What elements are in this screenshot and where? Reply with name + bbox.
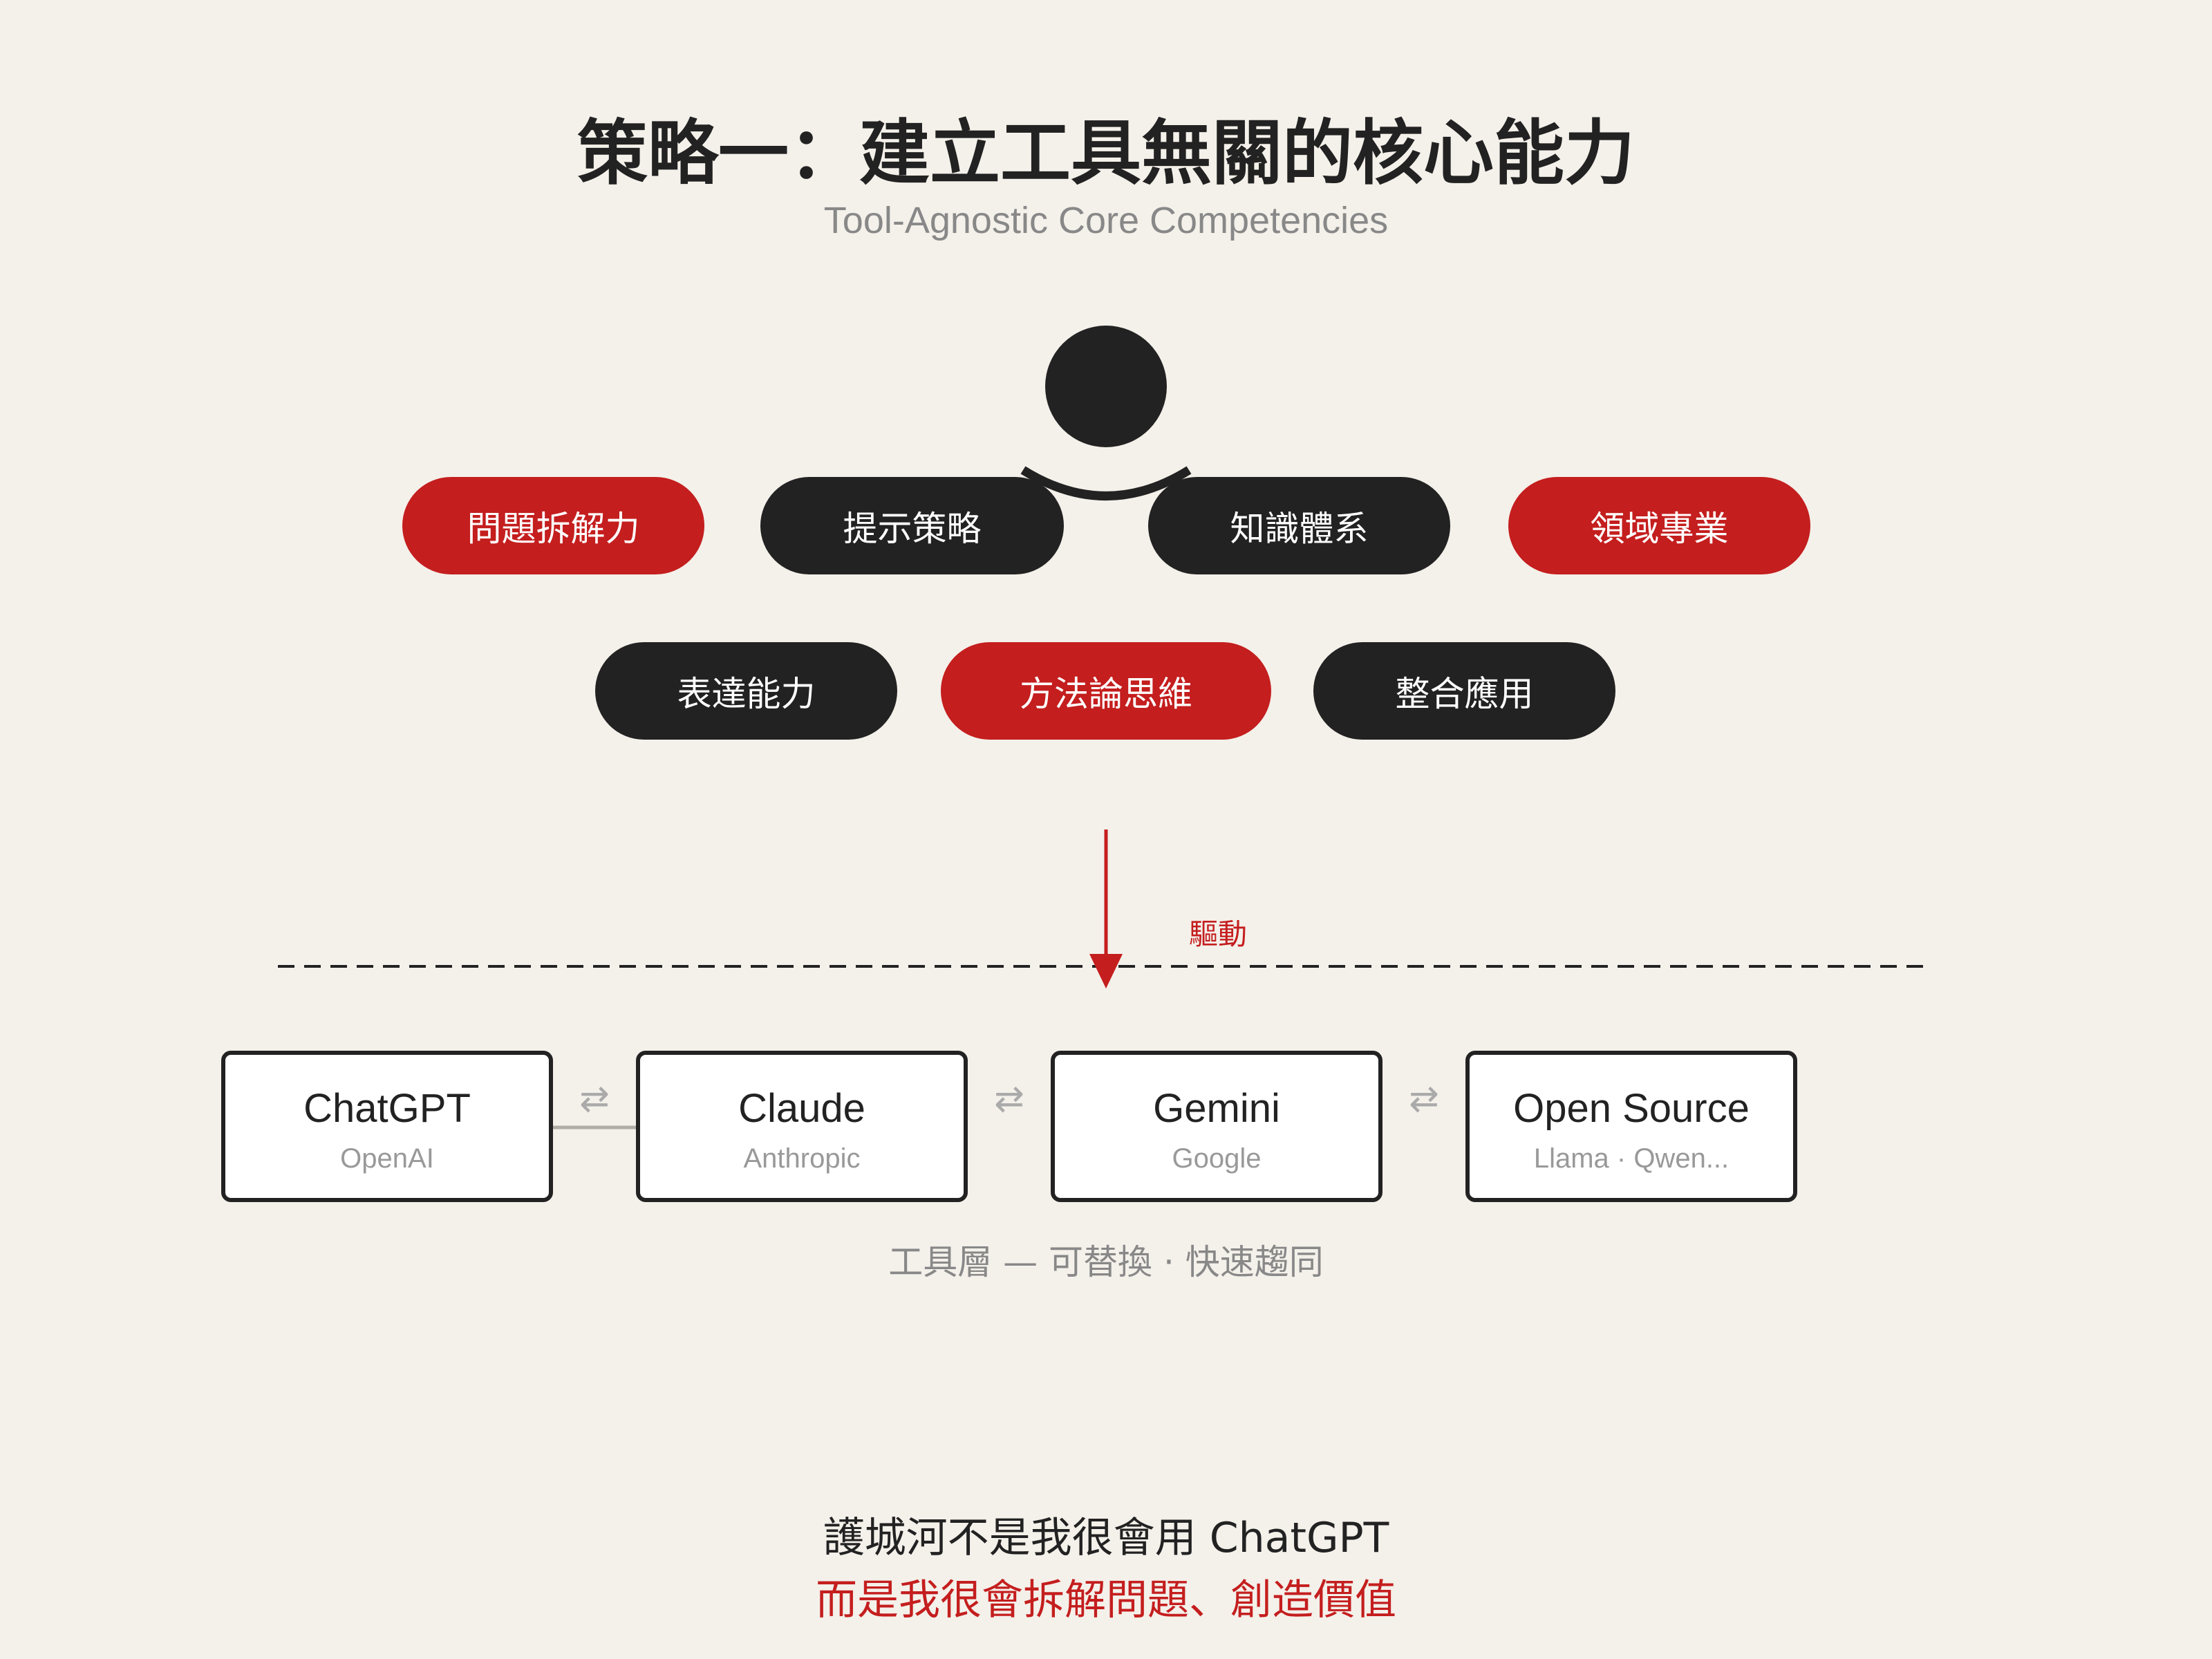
- person-head-icon: [1045, 326, 1167, 447]
- competency-pill-expression: 表達能力: [595, 642, 897, 740]
- tool-name: Gemini: [1153, 1086, 1280, 1131]
- competency-pill-knowledge-system: 知識體系: [1148, 477, 1450, 574]
- page-subtitle: Tool-Agnostic Core Competencies: [823, 200, 1389, 241]
- drive-label: 驅動: [1189, 917, 1248, 951]
- conclusion-line-2: 而是我很會拆解問題、創造價值: [816, 1576, 1396, 1624]
- tool-name: ChatGPT: [303, 1086, 471, 1131]
- tool-card-claude: Claude Anthropic: [636, 1051, 968, 1202]
- competency-pill-methodology: 方法論思維: [941, 642, 1271, 740]
- tool-vendor: Anthropic: [743, 1143, 861, 1174]
- tool-card-chatgpt: ChatGPT OpenAI: [221, 1051, 553, 1202]
- tool-card-gemini: Gemini Google: [1051, 1051, 1382, 1202]
- conclusion-line-1: 護城河不是我很會用 ChatGPT: [823, 1514, 1389, 1562]
- swap-arrows-icon: ⇄: [579, 1078, 610, 1120]
- tool-name: Open Source: [1513, 1086, 1750, 1131]
- drive-arrow-head-icon: [1089, 954, 1123, 988]
- competency-pill-domain-expertise: 領域專業: [1508, 477, 1810, 574]
- swap-arrows-icon: ⇄: [994, 1078, 1024, 1120]
- tool-vendor: OpenAI: [340, 1143, 434, 1174]
- tool-card-open-source: Open Source Llama · Qwen...: [1465, 1051, 1797, 1202]
- swap-arrows-icon: ⇄: [1409, 1078, 1439, 1120]
- tool-name: Claude: [738, 1086, 865, 1131]
- tool-layer-caption: 工具層 — 可替換 · 快速趨同: [888, 1242, 1324, 1282]
- tool-vendor: Llama · Qwen...: [1533, 1143, 1730, 1174]
- competency-pill-prompt-strategy: 提示策略: [760, 477, 1064, 574]
- competency-pill-problem-decomposition: 問題拆解力: [402, 477, 704, 574]
- page-title: 策略一：建立工具無關的核心能力: [577, 113, 1635, 195]
- person-shoulders-arc: [1020, 466, 1192, 500]
- tool-vendor: Google: [1172, 1143, 1262, 1174]
- competency-pill-integration: 整合應用: [1313, 642, 1615, 740]
